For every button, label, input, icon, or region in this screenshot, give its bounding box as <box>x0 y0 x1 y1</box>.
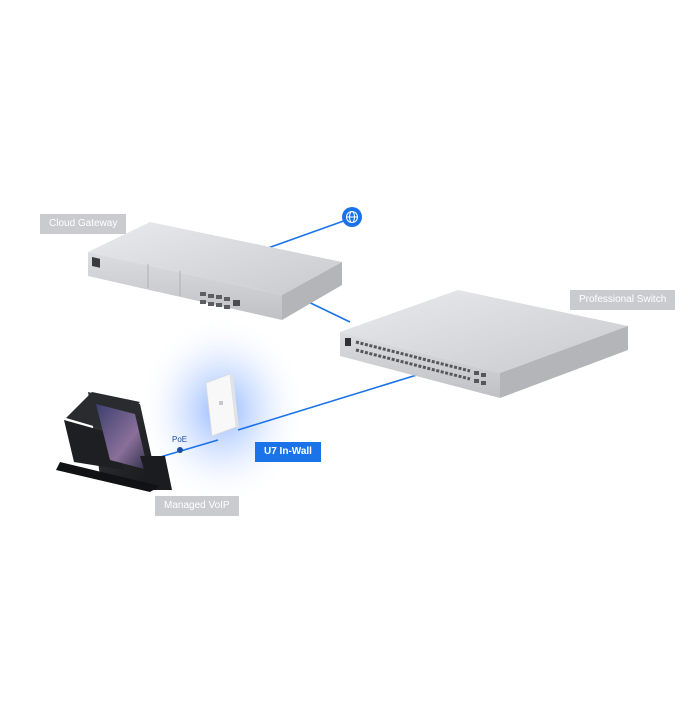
cloud-gateway-label: Cloud Gateway <box>40 214 127 234</box>
cloud-gateway-device <box>88 222 342 320</box>
poe-dot <box>177 447 183 453</box>
link-ap-switch <box>237 373 421 431</box>
voip-phone-device <box>56 392 172 492</box>
u7-in-wall-label: U7 In-Wall <box>255 442 321 462</box>
u7-in-wall-device <box>205 373 239 437</box>
link-gateway-internet <box>267 217 353 249</box>
professional-switch-device <box>340 290 628 398</box>
professional-switch-label: Professional Switch <box>570 290 676 310</box>
switch-port-rows <box>355 340 471 381</box>
connections <box>149 217 421 461</box>
globe-icon <box>342 207 362 227</box>
poe-label: PoE <box>172 435 188 444</box>
managed-voip-label: Managed VoIP <box>155 496 239 516</box>
